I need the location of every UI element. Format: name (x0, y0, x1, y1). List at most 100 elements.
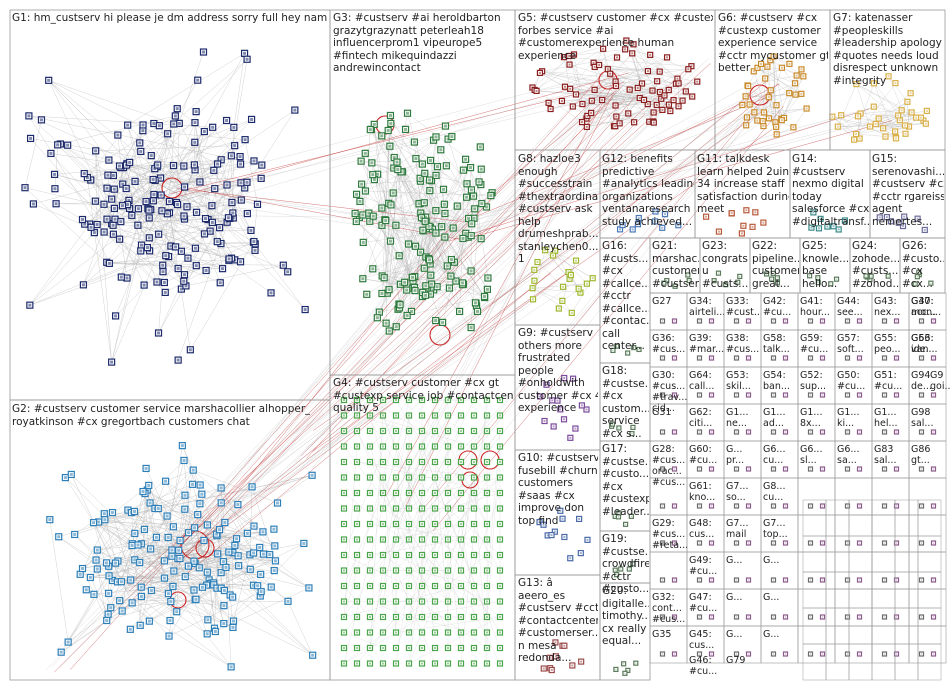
user-node-avatar (249, 568, 252, 571)
user-node-avatar (685, 90, 687, 92)
user-node-avatar (220, 571, 223, 574)
user-node-avatar (152, 199, 155, 202)
user-node-avatar (810, 432, 811, 433)
user-node-avatar (810, 469, 811, 470)
edge (461, 493, 500, 602)
user-node-avatar (413, 289, 416, 292)
user-node-avatar (364, 152, 367, 155)
user-node-avatar (408, 539, 410, 541)
user-node-avatar (447, 508, 449, 510)
user-node-avatar (149, 547, 152, 550)
inter-group-edge (299, 125, 648, 471)
small-group-frame (909, 552, 946, 589)
user-node-avatar (627, 112, 629, 114)
user-node-avatar (421, 570, 423, 572)
user-node-avatar (548, 102, 550, 104)
user-node-avatar (434, 135, 437, 138)
user-node-avatar (624, 48, 626, 50)
user-node-avatar (810, 580, 811, 581)
user-node-avatar (911, 111, 913, 113)
user-node-avatar (777, 282, 778, 283)
user-node-avatar (67, 641, 70, 644)
inter-group-edge (447, 106, 773, 228)
user-node-avatar (822, 617, 823, 618)
user-node-avatar (369, 632, 371, 634)
user-node-avatar (747, 85, 749, 87)
user-node-avatar (447, 554, 449, 556)
user-node-avatar (882, 127, 884, 129)
user-node-avatar (172, 122, 175, 125)
user-node-avatar (473, 446, 475, 448)
user-node-avatar (112, 224, 115, 227)
user-node-avatar (169, 619, 172, 622)
user-node-avatar (126, 203, 129, 206)
user-node-avatar (194, 168, 197, 171)
user-node-avatar (470, 234, 473, 237)
user-node-avatar (460, 461, 462, 463)
user-node-avatar (239, 260, 242, 263)
user-node-avatar (699, 321, 700, 322)
user-node-avatar (429, 274, 432, 277)
user-node-avatar (616, 56, 618, 58)
user-node-avatar (776, 104, 778, 106)
user-node-avatar (884, 358, 885, 359)
user-node-avatar (246, 181, 249, 184)
user-node-avatar (251, 485, 254, 488)
user-node-avatar (802, 75, 804, 77)
user-node-avatar (450, 135, 453, 138)
user-node-avatar (423, 172, 426, 175)
user-node-avatar (556, 400, 558, 402)
user-node-avatar (445, 164, 448, 167)
user-node-avatar (434, 616, 436, 618)
user-node-avatar (195, 264, 198, 267)
user-node-avatar (231, 596, 234, 599)
user-node-avatar (473, 415, 475, 417)
user-node-avatar (196, 513, 199, 516)
user-node-avatar (429, 293, 432, 296)
user-node-avatar (460, 492, 462, 494)
user-node-avatar (262, 553, 265, 556)
user-node-avatar (395, 616, 397, 618)
user-node-avatar (408, 461, 410, 463)
user-node-avatar (465, 182, 468, 185)
small-group-frame (872, 293, 909, 330)
user-node-avatar (187, 531, 190, 534)
user-node-avatar (662, 543, 663, 544)
user-node-avatar (395, 632, 397, 634)
user-node-avatar (933, 543, 934, 544)
user-node-avatar (369, 523, 371, 525)
user-node-avatar (118, 238, 121, 241)
user-node-avatar (382, 415, 384, 417)
small-group-frame (724, 293, 761, 330)
user-node-avatar (896, 543, 897, 544)
user-node-avatar (395, 399, 397, 401)
user-node-avatar (746, 116, 748, 118)
user-node-avatar (748, 617, 749, 618)
user-node-avatar (140, 244, 143, 247)
user-node-avatar (24, 186, 27, 189)
user-node-avatar (499, 399, 501, 401)
user-node-avatar (469, 166, 472, 169)
user-node-avatar (421, 539, 423, 541)
user-node-avatar (499, 570, 501, 572)
user-node-avatar (90, 226, 93, 229)
user-node-avatar (108, 262, 111, 265)
user-node-avatar (102, 203, 105, 206)
small-group-frame (687, 330, 724, 367)
user-node-avatar (773, 617, 774, 618)
user-node-avatar (430, 283, 433, 286)
user-node-avatar (499, 663, 501, 665)
user-node-avatar (276, 502, 279, 505)
user-node-avatar (384, 219, 387, 222)
user-node-avatar (83, 172, 86, 175)
user-node-avatar (585, 409, 587, 411)
user-node-avatar (499, 554, 501, 556)
user-node-avatar (562, 518, 564, 520)
user-node-avatar (662, 432, 663, 433)
user-node-avatar (368, 220, 371, 223)
user-node-avatar (878, 118, 880, 120)
user-node-avatar (486, 647, 488, 649)
user-node-avatar (473, 477, 475, 479)
user-node-avatar (387, 129, 390, 132)
user-node-avatar (901, 109, 903, 111)
